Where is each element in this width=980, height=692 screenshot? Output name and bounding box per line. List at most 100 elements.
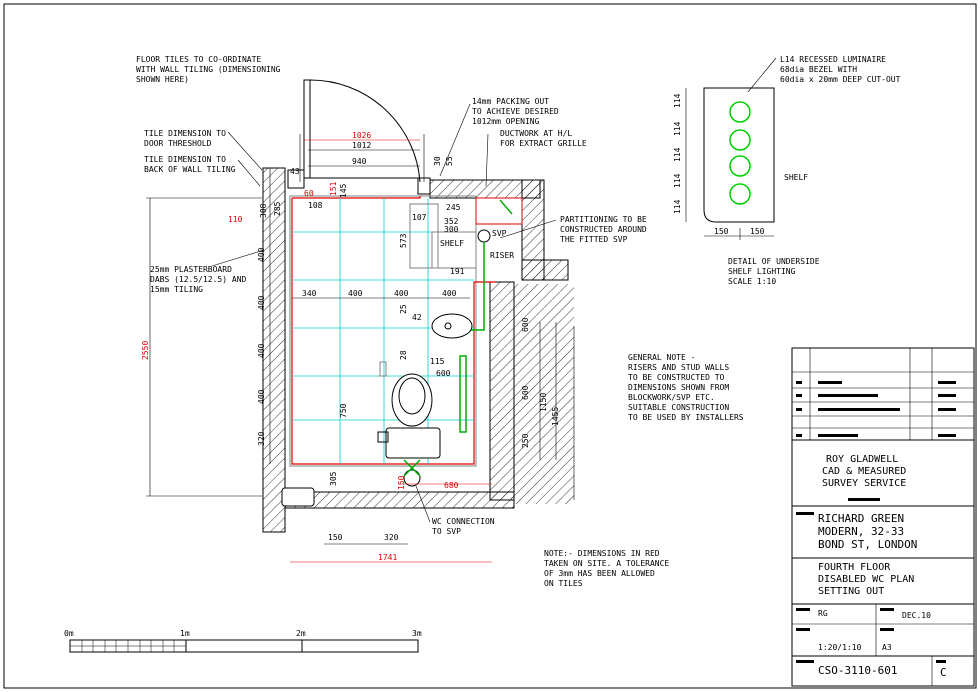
dim-43: 43 bbox=[290, 167, 300, 176]
dim-340: 340 bbox=[302, 289, 317, 298]
dim-750: 750 bbox=[339, 403, 348, 418]
wc-pan bbox=[391, 373, 433, 427]
dim-573: 573 bbox=[399, 233, 408, 248]
shelf-lighting-detail: 114 114 114 114 114 150 150 SHELF bbox=[673, 87, 808, 240]
luminaire-3 bbox=[729, 155, 751, 177]
dim-28: 28 bbox=[399, 350, 408, 360]
dim-940: 940 bbox=[352, 157, 367, 166]
door bbox=[287, 79, 431, 195]
dim-400-h-b: 400 bbox=[394, 289, 409, 298]
dim-150-h: 150 bbox=[328, 533, 343, 542]
dimension-lines bbox=[146, 134, 575, 563]
detail-dim-150-b: 150 bbox=[750, 227, 765, 236]
dim-400-h-c: 400 bbox=[442, 289, 457, 298]
dim-191: 191 bbox=[450, 267, 465, 276]
label-riser: RISER bbox=[490, 251, 514, 260]
dim-400-d: 400 bbox=[257, 389, 266, 404]
dim-600: 600 bbox=[436, 369, 451, 378]
drawn-by: RG bbox=[818, 609, 828, 618]
detail-dim-114-e: 114 bbox=[673, 199, 682, 214]
dim-245: 245 bbox=[446, 203, 461, 212]
dim-145: 145 bbox=[339, 183, 348, 198]
detail-dim-114-d: 114 bbox=[673, 173, 682, 188]
fixtures bbox=[281, 197, 523, 507]
dim-320-h: 320 bbox=[384, 533, 399, 542]
dim-150: 150 bbox=[397, 475, 406, 490]
dim-42: 42 bbox=[412, 313, 422, 322]
shelf bbox=[431, 231, 477, 269]
svp-pipe bbox=[477, 229, 491, 243]
dim-60: 60 bbox=[304, 189, 314, 198]
dim-300: 300 bbox=[444, 225, 459, 234]
dim-305: 305 bbox=[329, 471, 338, 486]
dim-151: 151 bbox=[329, 181, 338, 196]
dim-600-vb: 600 bbox=[521, 385, 530, 400]
room-outline bbox=[289, 195, 496, 467]
detail-dim-114-c: 114 bbox=[673, 147, 682, 162]
dim-400-a: 400 bbox=[257, 247, 266, 262]
dim-1455: 1455 bbox=[551, 407, 560, 426]
label-shelf: SHELF bbox=[440, 239, 464, 248]
dim-285: 285 bbox=[273, 201, 282, 216]
dim-108: 108 bbox=[308, 201, 323, 210]
dim-107: 107 bbox=[412, 213, 427, 222]
scale-label-0: 0m bbox=[64, 629, 74, 638]
drawing-number: CSO-3110-601 bbox=[818, 664, 897, 677]
luminaire-4 bbox=[729, 183, 751, 205]
revision-letter: C bbox=[940, 666, 947, 679]
dim-25: 25 bbox=[399, 304, 408, 314]
dim-2550: 2550 bbox=[141, 341, 150, 360]
dim-1741: 1741 bbox=[378, 553, 397, 562]
dim-352: 352 bbox=[444, 217, 459, 226]
detail-dim-114-a: 114 bbox=[673, 93, 682, 108]
dim-1150: 1150 bbox=[539, 393, 548, 412]
sheet-border bbox=[3, 3, 977, 689]
drawing-scale: 1:20/1:10 bbox=[818, 643, 862, 652]
dim-400-b: 400 bbox=[257, 295, 266, 310]
dim-600-va: 600 bbox=[521, 317, 530, 332]
sheet-size: A3 bbox=[882, 643, 892, 652]
dim-30: 30 bbox=[433, 156, 442, 166]
dim-110: 110 bbox=[228, 215, 243, 224]
dim-115: 115 bbox=[430, 357, 445, 366]
dim-1012: 1012 bbox=[352, 141, 371, 150]
scale-label-3: 3m bbox=[412, 629, 422, 638]
detail-dim-114-b: 114 bbox=[673, 121, 682, 136]
dim-1026: 1026 bbox=[352, 131, 371, 140]
label-svp: SVP bbox=[492, 229, 507, 238]
scale-bar: 0m 1m 2m 3m bbox=[64, 629, 422, 653]
dim-308: 308 bbox=[259, 203, 268, 218]
luminaire-1 bbox=[729, 101, 751, 123]
leader-lines bbox=[211, 57, 777, 523]
detail-shelf-label: SHELF bbox=[784, 173, 808, 182]
detail-dim-150-a: 150 bbox=[714, 227, 729, 236]
dim-400-c: 400 bbox=[257, 343, 266, 358]
grab-rail bbox=[459, 355, 467, 433]
dim-680: 680 bbox=[444, 481, 459, 490]
scale-label-2: 2m bbox=[296, 629, 306, 638]
scale-label-1: 1m bbox=[180, 629, 190, 638]
dim-55: 55 bbox=[445, 156, 454, 166]
dim-400-h-a: 400 bbox=[348, 289, 363, 298]
luminaire-2 bbox=[729, 129, 751, 151]
dim-250: 250 bbox=[521, 433, 530, 448]
wash-basin bbox=[431, 313, 473, 339]
dimension-text: 1026 1012 940 43 30 55 151 145 108 60 28… bbox=[141, 131, 560, 562]
